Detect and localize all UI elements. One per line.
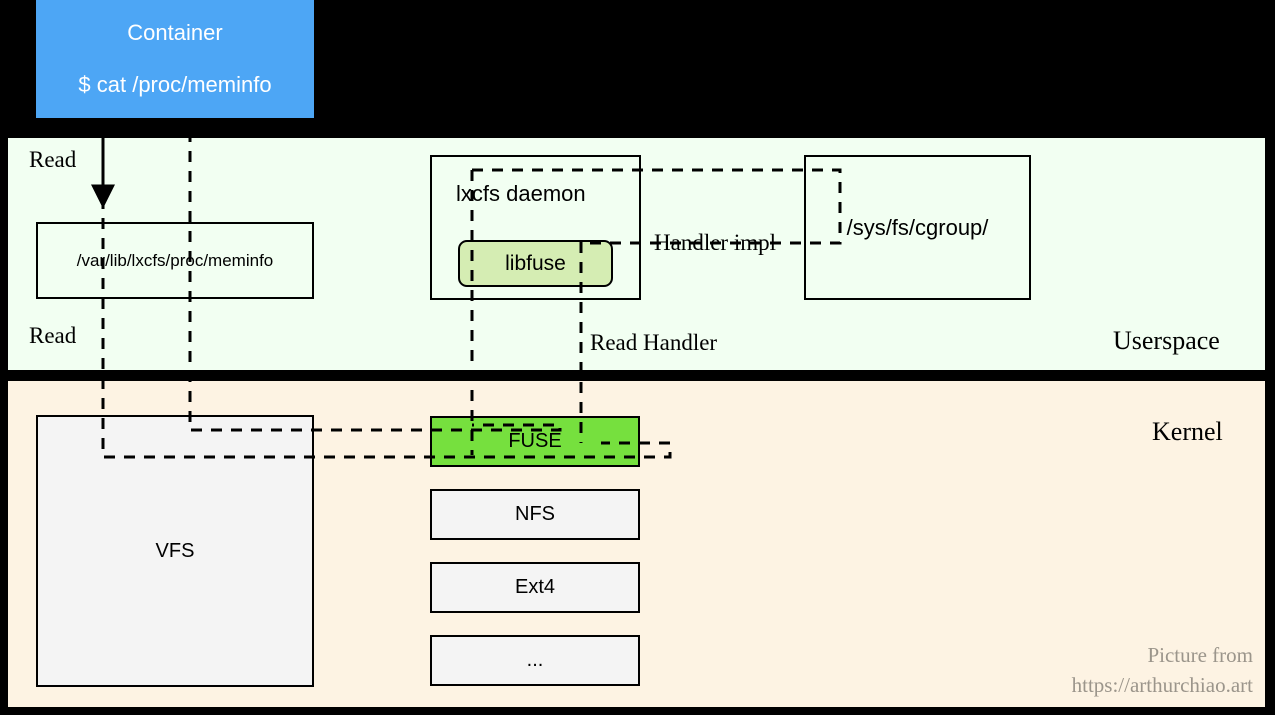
libfuse-box-label: libfuse: [505, 251, 566, 275]
vfs-box: VFS: [36, 415, 314, 687]
container-command: $ cat /proc/meminfo: [78, 72, 272, 97]
vfs-box-label: VFS: [155, 539, 195, 562]
kernel-label: Kernel: [1152, 417, 1223, 446]
container-title: Container: [127, 20, 223, 45]
meminfo-box-label: /var/lib/lxcfs/proc/meminfo: [76, 250, 274, 270]
fuse-box: FUSE: [430, 416, 640, 467]
ext4-box-label: Ext4: [514, 576, 556, 598]
nfs-box: NFS: [430, 489, 640, 540]
handler-impl-label: Handler impl: [654, 230, 776, 255]
cgroup-box: /sys/fs/cgroup/: [804, 155, 1031, 300]
userspace-label: Userspace: [1113, 326, 1220, 355]
watermark: Picture from https://arthurchiao.art: [935, 640, 1253, 701]
libfuse-box: libfuse: [458, 240, 613, 287]
ext4-box: Ext4: [430, 562, 640, 613]
other-fs-box-label: ...: [526, 649, 544, 671]
other-fs-box: ...: [430, 635, 640, 686]
watermark-line-1: Picture from: [1147, 643, 1253, 667]
lxcfs-daemon-label: lxcfs daemon: [456, 181, 586, 206]
userspace-kernel-divider: [8, 370, 1265, 381]
read-handler-label: Read Handler: [590, 330, 718, 355]
read-top-label: Read: [29, 147, 77, 172]
cgroup-box-label: /sys/fs/cgroup/: [846, 214, 989, 240]
container-box: Container $ cat /proc/meminfo: [36, 0, 314, 118]
watermark-line-2: https://arthurchiao.art: [1071, 673, 1253, 698]
read-bottom-label: Read: [29, 323, 77, 348]
fuse-box-label: FUSE: [508, 430, 562, 452]
meminfo-box: /var/lib/lxcfs/proc/meminfo: [36, 222, 314, 299]
nfs-box-label: NFS: [515, 503, 555, 525]
